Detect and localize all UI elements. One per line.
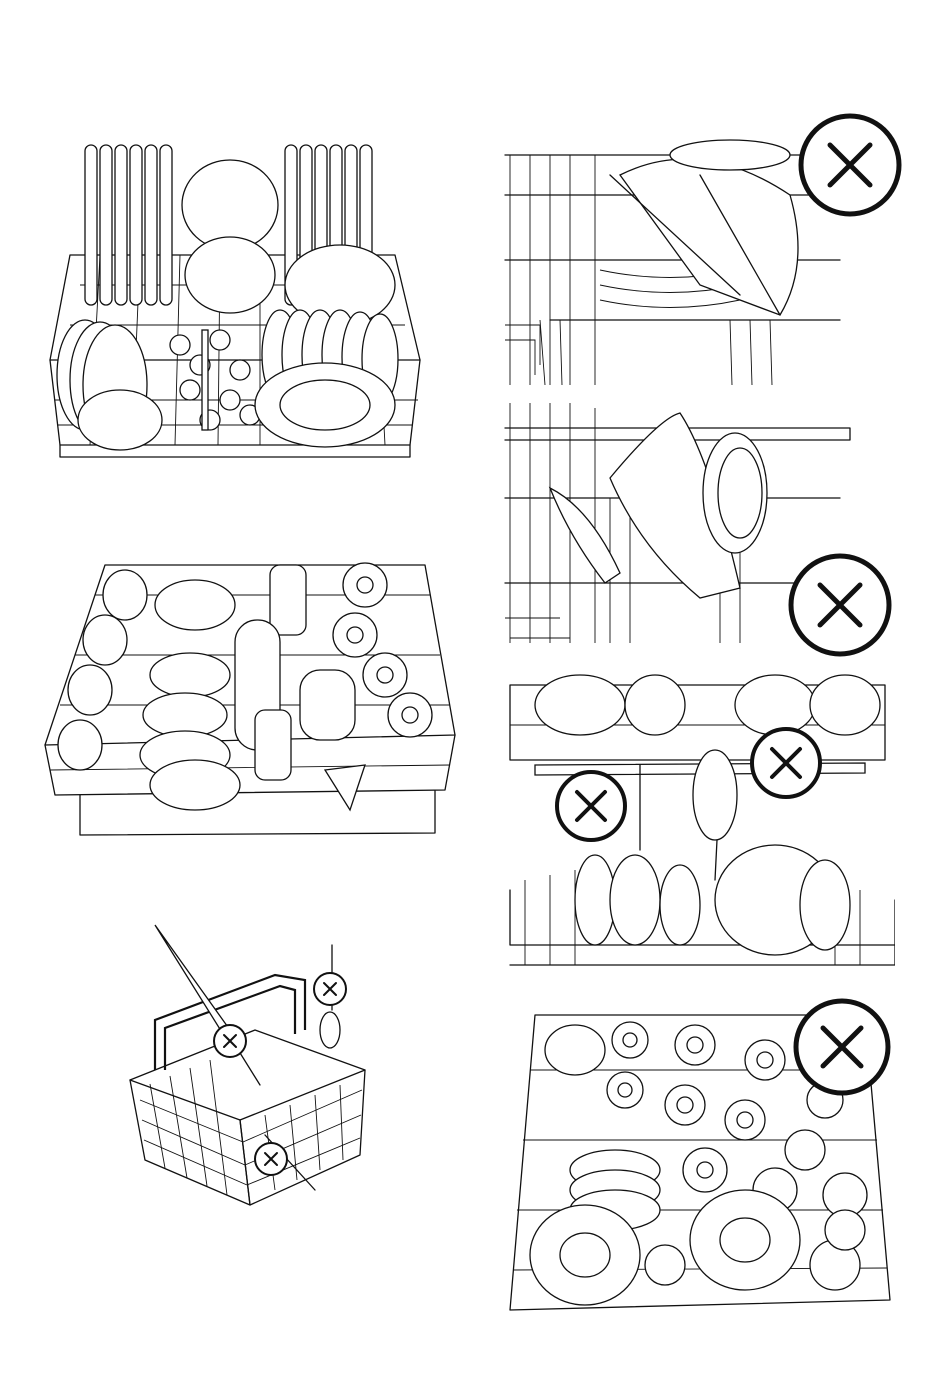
large-wrong-icon-top: [795, 110, 905, 220]
upper-basket-illustration: [35, 555, 465, 845]
lower-basket-illustration: [40, 135, 435, 470]
lower-rack: [510, 845, 895, 965]
stemware-right: [300, 563, 432, 810]
large-wrong-icon-bottom: [790, 995, 894, 1099]
tilted-plate: [550, 413, 767, 598]
glasses-center: [235, 565, 306, 780]
upper-rack: [510, 675, 885, 760]
plates-back-left: [85, 145, 172, 305]
knife-item: [155, 925, 260, 1085]
small-wrong-icon-knife: [211, 1022, 249, 1060]
cups-left: [58, 570, 147, 770]
cutlery-center: [170, 330, 260, 430]
small-wrong-icon-spoon: [311, 970, 349, 1008]
bowls-back-center: [182, 160, 278, 313]
plates-front-left: [57, 320, 162, 450]
large-wrong-icon-middle: [785, 550, 895, 660]
incorrect-loading-top: [500, 135, 845, 395]
dinner-plates-front-right: [255, 245, 398, 447]
small-wrong-icon-fork: [252, 1140, 290, 1178]
cutlery-basket-illustration: [115, 920, 380, 1215]
medium-wrong-icon-right: [748, 725, 824, 801]
plates-center: [140, 580, 240, 810]
spoon-through-rack: [693, 750, 737, 880]
medium-wrong-icon-left: [553, 768, 629, 844]
tilted-plate: [610, 140, 798, 315]
